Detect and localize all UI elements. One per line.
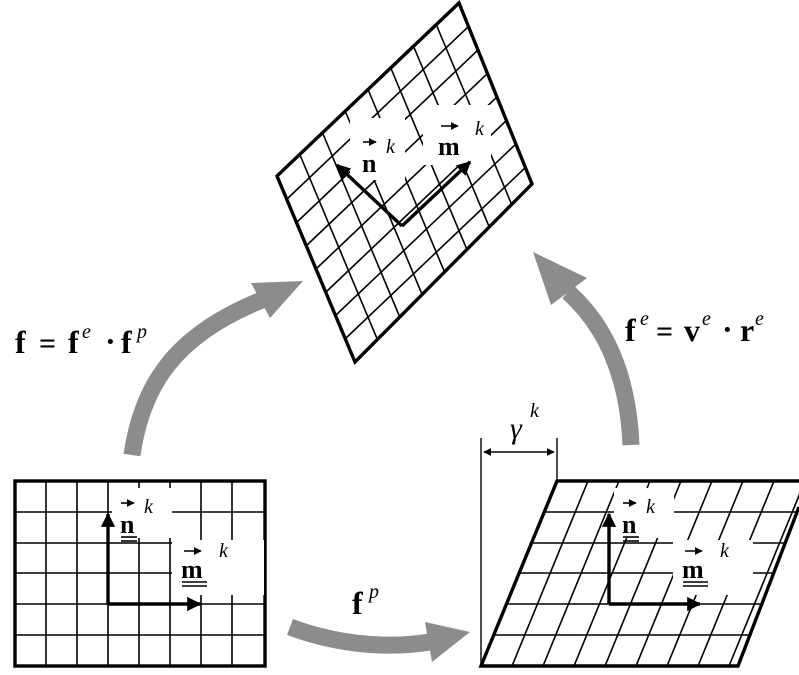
intermediate-grid: n k m k γ k bbox=[478, 400, 799, 668]
svg-text:e: e bbox=[702, 308, 711, 330]
equation-total: f = f e · f p bbox=[15, 321, 147, 360]
svg-text:k: k bbox=[386, 136, 396, 158]
gamma-superscript: k bbox=[530, 400, 540, 422]
current-grid-line bbox=[286, 21, 474, 200]
reference-grid-outline bbox=[13, 479, 267, 668]
n-vector-arrow-current bbox=[335, 163, 404, 228]
svg-text:v: v bbox=[684, 312, 700, 348]
svg-text:m: m bbox=[181, 555, 203, 584]
n-vector-label-intermediate: n k bbox=[622, 496, 656, 542]
svg-text:e: e bbox=[640, 308, 649, 330]
flow-arrow-plastic bbox=[287, 619, 470, 662]
svg-text:·: · bbox=[105, 323, 116, 359]
m-vector-label: m k bbox=[181, 540, 229, 587]
flow-arrow-elastic bbox=[533, 252, 640, 446]
current-grid-lines bbox=[286, 21, 532, 346]
svg-text:e: e bbox=[755, 308, 764, 330]
current-grid-line bbox=[299, 154, 381, 346]
gamma-label: γ bbox=[510, 412, 523, 445]
svg-text:=: = bbox=[39, 327, 56, 360]
svg-text:f: f bbox=[625, 312, 636, 348]
current-grid: n k m k bbox=[274, 0, 534, 365]
svg-text:k: k bbox=[646, 496, 656, 518]
svg-text:f: f bbox=[121, 324, 132, 360]
flow-arrow-total bbox=[123, 281, 303, 457]
svg-text:p: p bbox=[367, 581, 379, 603]
svg-text:p: p bbox=[135, 321, 147, 343]
svg-text:m: m bbox=[438, 132, 460, 161]
svg-text:r: r bbox=[740, 312, 754, 348]
current-grid-line bbox=[344, 160, 532, 340]
svg-text:k: k bbox=[219, 540, 229, 562]
svg-text:k: k bbox=[720, 540, 730, 562]
svg-text:n: n bbox=[362, 149, 377, 178]
label-plastic-map: f p bbox=[352, 581, 379, 621]
current-grid-line bbox=[334, 137, 523, 317]
svg-text:=: = bbox=[656, 315, 673, 348]
current-grid-line bbox=[321, 132, 404, 324]
shear-gamma-dimension: γ k bbox=[480, 400, 558, 664]
svg-text:k: k bbox=[144, 496, 154, 518]
intermediate-grid-outline bbox=[478, 479, 799, 668]
n-vector-label-current: n k bbox=[362, 136, 396, 178]
svg-text:f: f bbox=[15, 324, 26, 360]
m-vector-arrow-current bbox=[400, 160, 472, 228]
equation-elastic: f e = v e · r e bbox=[625, 308, 764, 348]
svg-text:m: m bbox=[682, 555, 704, 584]
svg-text:n: n bbox=[120, 510, 135, 539]
svg-text:e: e bbox=[82, 321, 91, 343]
svg-text:f: f bbox=[352, 585, 363, 621]
current-grid-outline bbox=[274, 0, 534, 365]
m-vector-label-current: m k bbox=[438, 118, 485, 161]
reference-grid: n k m k bbox=[13, 479, 267, 668]
n-vector-label: n k bbox=[120, 496, 154, 542]
svg-text:n: n bbox=[622, 510, 637, 539]
m-vector-label-intermediate: m k bbox=[682, 540, 730, 587]
svg-text:·: · bbox=[722, 311, 733, 347]
svg-text:f: f bbox=[68, 324, 79, 360]
svg-text:k: k bbox=[475, 118, 485, 140]
